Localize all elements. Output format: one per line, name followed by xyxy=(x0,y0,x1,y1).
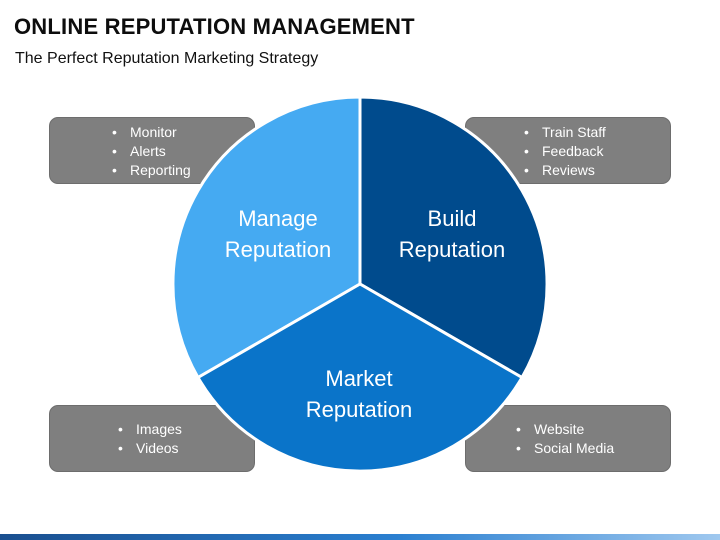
list-item: • Alerts xyxy=(112,142,191,161)
segment-label-market-line1: Market xyxy=(325,366,392,391)
list-item-label: Website xyxy=(534,421,585,437)
bullet-icon: • xyxy=(112,124,117,140)
callout-list-manage: • Monitor • Alerts • Reporting xyxy=(112,123,191,180)
bullet-icon: • xyxy=(524,143,529,159)
bullet-icon: • xyxy=(516,421,521,437)
segment-label-manage-line1: Manage xyxy=(238,206,318,231)
bullet-icon: • xyxy=(118,440,123,456)
list-item: • Monitor xyxy=(112,123,191,142)
list-item-label: Alerts xyxy=(130,143,166,159)
list-item: • Website xyxy=(516,420,614,439)
segment-build-reputation xyxy=(358,95,549,379)
callout-list-media: • Images • Videos xyxy=(118,420,182,458)
bullet-icon: • xyxy=(112,143,117,159)
list-item: • Images xyxy=(118,420,182,439)
segment-label-build-line2: Reputation xyxy=(399,237,505,262)
segment-label-manage-line2: Reputation xyxy=(225,237,331,262)
list-item-label: Reviews xyxy=(542,162,595,178)
list-item-label: Reporting xyxy=(130,162,191,178)
bullet-icon: • xyxy=(118,421,123,437)
callout-box-build: • Train Staff • Feedback • Reviews xyxy=(465,117,671,184)
bullet-icon: • xyxy=(524,124,529,140)
callout-list-web: • Website • Social Media xyxy=(516,420,614,458)
list-item: • Social Media xyxy=(516,439,614,458)
list-item-label: Images xyxy=(136,421,182,437)
bullet-icon: • xyxy=(524,162,529,178)
bullet-icon: • xyxy=(516,440,521,456)
callout-box-manage: • Monitor • Alerts • Reporting xyxy=(49,117,255,184)
list-item: • Videos xyxy=(118,439,182,458)
callout-box-market-media: • Images • Videos xyxy=(49,405,255,472)
list-item: • Reporting xyxy=(112,161,191,180)
segment-manage-reputation xyxy=(171,95,362,379)
list-item-label: Train Staff xyxy=(542,124,606,140)
callout-list-build: • Train Staff • Feedback • Reviews xyxy=(524,123,606,180)
list-item: • Train Staff xyxy=(524,123,606,142)
segment-label-market-line2: Reputation xyxy=(306,397,412,422)
list-item-label: Videos xyxy=(136,440,179,456)
list-item-label: Monitor xyxy=(130,124,177,140)
footer-accent-bar xyxy=(0,534,720,540)
page-subtitle: The Perfect Reputation Marketing Strateg… xyxy=(15,50,319,67)
list-item-label: Feedback xyxy=(542,143,604,159)
list-item: • Feedback xyxy=(524,142,606,161)
list-item-label: Social Media xyxy=(534,440,615,456)
page-title: ONLINE REPUTATION MANAGEMENT xyxy=(14,14,415,39)
segment-label-build-line1: Build xyxy=(428,206,477,231)
segment-market-reputation xyxy=(196,282,524,473)
list-item: • Reviews xyxy=(524,161,606,180)
bullet-icon: • xyxy=(112,162,117,178)
